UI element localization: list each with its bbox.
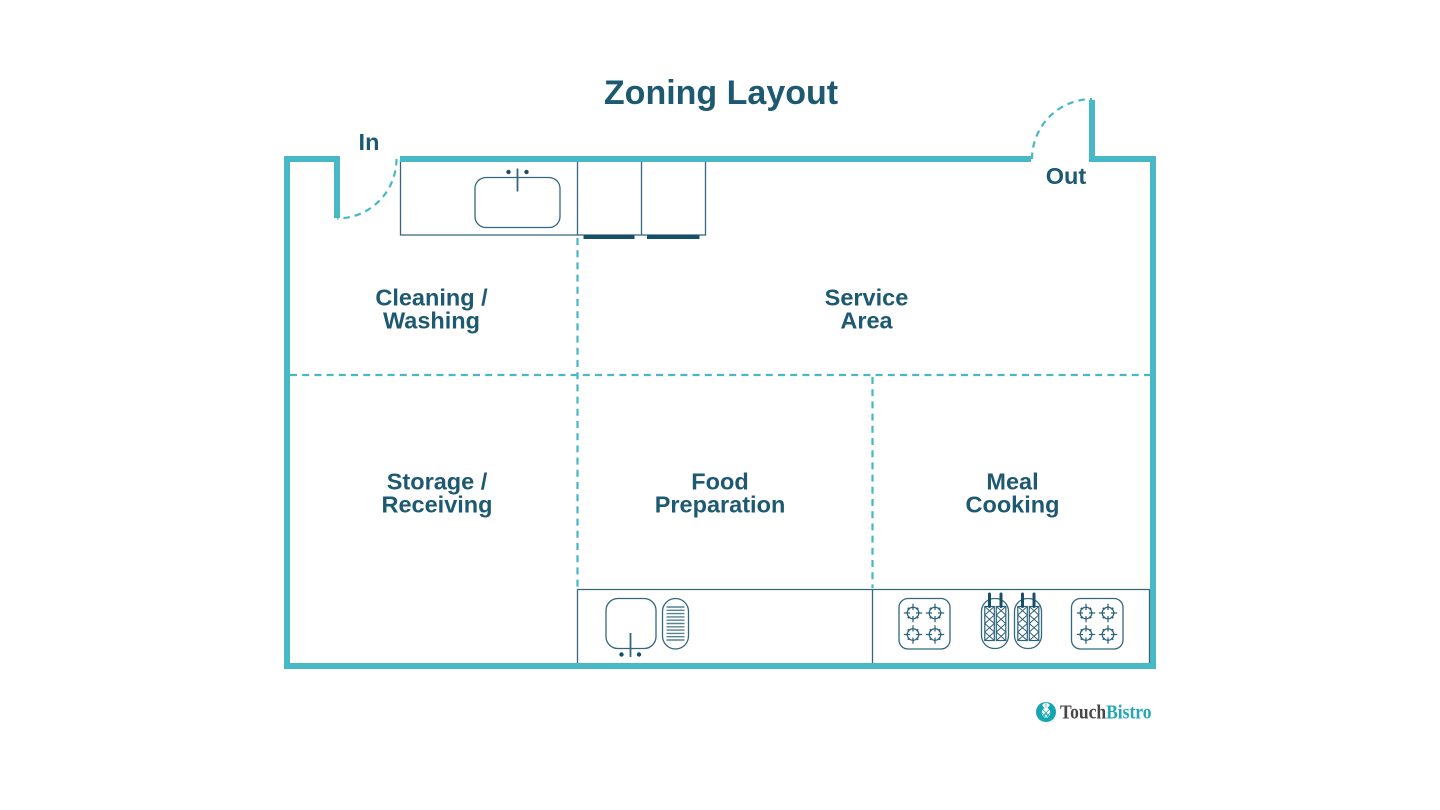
svg-text:In: In — [359, 129, 380, 155]
svg-text:Zoning Layout: Zoning Layout — [604, 74, 838, 112]
svg-text:Meal: Meal — [986, 469, 1038, 495]
svg-text:Washing: Washing — [383, 308, 480, 334]
svg-text:Cooking: Cooking — [966, 492, 1060, 518]
svg-text:Cleaning /: Cleaning / — [375, 285, 488, 311]
svg-text:Receiving: Receiving — [381, 492, 492, 518]
svg-text:Food: Food — [691, 469, 748, 495]
svg-text:Preparation: Preparation — [655, 492, 786, 518]
svg-text:Service: Service — [825, 285, 909, 311]
svg-text:Area: Area — [840, 308, 893, 334]
svg-text:Storage /: Storage / — [387, 469, 488, 495]
svg-text:TouchBistro: TouchBistro — [1060, 703, 1152, 724]
svg-text:Out: Out — [1046, 163, 1087, 189]
